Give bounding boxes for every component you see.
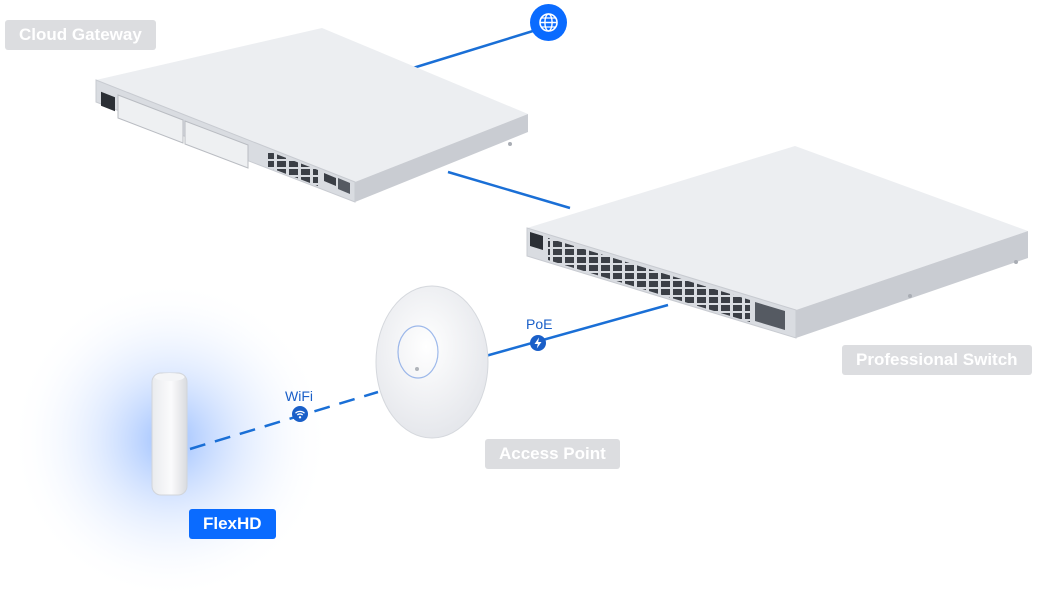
flexhd-device xyxy=(151,372,188,496)
professional-switch-label: Professional Switch xyxy=(842,345,1032,375)
professional-switch-device xyxy=(526,146,1028,339)
globe-icon xyxy=(530,4,567,41)
internet-link xyxy=(399,29,534,74)
wifi-icon xyxy=(292,406,308,422)
poe-link xyxy=(481,303,669,359)
lightning-icon xyxy=(530,335,546,351)
gateway-switch-link xyxy=(447,170,571,210)
flexhd-label[interactable]: FlexHD xyxy=(189,509,276,539)
access-point-device xyxy=(375,285,489,439)
access-point-label: Access Point xyxy=(485,439,620,469)
cloud-gateway-label: Cloud Gateway xyxy=(5,20,156,50)
wifi-link xyxy=(189,390,379,451)
cloud-gateway-device xyxy=(95,28,528,203)
poe-label: PoE xyxy=(526,316,553,332)
wifi-label: WiFi xyxy=(285,388,313,404)
